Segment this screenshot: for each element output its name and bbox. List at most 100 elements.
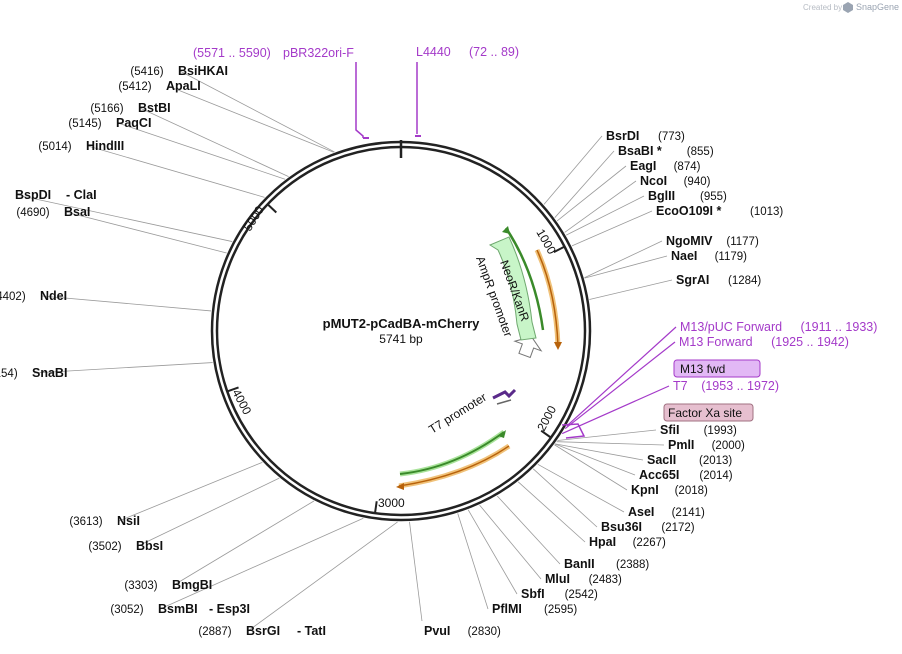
site-bspdi[interactable]: (4751)BspDI- ClaI	[0, 188, 97, 202]
site-name: SnaBI	[32, 366, 67, 380]
site-position: (855)	[687, 146, 714, 158]
site-leader-lines	[16, 70, 677, 632]
snapgene-logo-icon	[843, 2, 853, 13]
site-bglii[interactable]: BglII(955)	[648, 189, 727, 203]
site-sacii[interactable]: SacII(2013)	[647, 453, 732, 467]
site-snabi[interactable]: (4154) SnaBI	[0, 366, 67, 380]
site-leader-14	[555, 443, 644, 461]
site-ndei[interactable]: (4402)NdeI	[0, 289, 67, 303]
site-mlui[interactable]: MluI(2483)	[545, 572, 622, 586]
site-name: MluI	[545, 572, 570, 586]
site-leader-11	[561, 385, 670, 435]
orf-green-upper-head	[502, 226, 510, 234]
site-bsu36i[interactable]: Bsu36I(2172)	[601, 520, 695, 534]
site-kpni[interactable]: KpnI (2018)	[631, 483, 708, 497]
site-ecoo109i[interactable]: EcoO109I *(1013)	[656, 204, 783, 218]
orf-orange-upper	[536, 249, 559, 347]
site-bbsi[interactable]: (3502)BbsI	[88, 539, 163, 553]
site-position: (3613)	[69, 516, 102, 528]
site-position: (1993)	[704, 425, 737, 437]
ruler-tick-4000	[226, 386, 239, 393]
orf-green-lower	[399, 431, 505, 475]
site-bsai[interactable]: (4690) BsaI	[16, 205, 90, 219]
restriction-sites[interactable]: BsrDI(773)BsaBI *(855)EagI(874)NcoI(940)…	[0, 64, 877, 638]
primer-range: (1925 .. 1942)	[771, 335, 849, 349]
site-bstbi[interactable]: (5166) BstBI	[90, 101, 170, 115]
site-bmgbi[interactable]: (3303)BmgBI	[124, 578, 212, 592]
site-asei[interactable]: AseI(2141)	[628, 505, 705, 519]
site-position: (4690)	[16, 207, 49, 219]
site-name: BstBI	[138, 101, 171, 115]
site-paqci[interactable]: (5145)PaqCI	[68, 116, 151, 130]
site-hindiii[interactable]: (5014)HindIII	[38, 139, 124, 153]
primer-pBR322ori-F[interactable]: (5571 .. 5590) pBR322ori-F	[193, 46, 369, 139]
site-acc65i[interactable]: Acc65I(2014)	[639, 468, 733, 482]
site-pflmi[interactable]: PflMI(2595)	[492, 602, 577, 616]
site-leader-19	[517, 481, 586, 543]
site-bsihkai[interactable]: (5416)BsiHKAI	[130, 64, 228, 78]
site-position: (5166)	[90, 103, 123, 115]
site-position: (4154)	[0, 368, 18, 380]
primer-L4440[interactable]: L4440 (72 .. 89)	[415, 45, 519, 137]
site-name: PmlI	[668, 438, 694, 452]
site-isoschizomer: - ClaI	[66, 188, 97, 202]
site-name: KpnI	[631, 483, 659, 497]
site-name: EcoO109I *	[656, 204, 721, 218]
site-name: NaeI	[671, 249, 697, 263]
primer-m13-forward[interactable]: M13 Forward(1925 .. 1942)	[679, 335, 849, 349]
site-position: (2887)	[198, 626, 231, 638]
site-leader-6	[584, 240, 663, 279]
m13-fwd-label: M13 fwd	[680, 362, 725, 376]
site-sbfi[interactable]: SbfI(2542)	[521, 587, 598, 601]
site-position: (1179)	[715, 251, 748, 263]
ruler-tick-label-3000: 3000	[378, 496, 405, 510]
watermark: Created by SnapGene	[803, 2, 899, 13]
features[interactable]: AmpR promoter NeoR/KanR T7 promoter	[396, 226, 562, 490]
site-apali[interactable]: (5412)ApaLI	[118, 79, 200, 93]
feature-boxes[interactable]: M13 fwd Factor Xa site	[561, 359, 761, 439]
site-name: SfiI	[660, 423, 679, 437]
site-leader-36	[139, 107, 289, 177]
site-name: SgrAI	[676, 273, 709, 287]
site-sfii[interactable]: SfiI (1993)	[660, 423, 737, 437]
orf-orange-lower	[398, 445, 510, 487]
site-ncoi[interactable]: NcoI(940)	[640, 174, 711, 188]
site-naei[interactable]: NaeI (1179)	[671, 249, 747, 263]
site-position: (5145)	[68, 118, 101, 130]
site-leader-34	[87, 145, 265, 198]
site-position: (2013)	[699, 455, 732, 467]
site-pvui[interactable]: PvuI(2830)	[424, 624, 501, 638]
site-nsii[interactable]: (3613)NsiI	[69, 514, 140, 528]
site-position: (940)	[684, 176, 711, 188]
site-name: NdeI	[40, 289, 67, 303]
site-name: BsaI	[64, 205, 90, 219]
site-name: SbfI	[521, 587, 545, 601]
site-pmli[interactable]: PmlI(2000)	[668, 438, 745, 452]
ruler-tick-3000	[374, 501, 378, 514]
site-position: (2018)	[675, 485, 708, 497]
site-bsrgi[interactable]: (2887)BsrGI- TatI	[198, 624, 326, 638]
site-hpai[interactable]: HpaI(2267)	[589, 535, 666, 549]
site-leader-37	[167, 85, 334, 153]
primer-L4440-name: L4440	[416, 45, 451, 59]
site-leader-13	[556, 441, 665, 446]
site-banii[interactable]: BanII(2388)	[564, 557, 649, 571]
m13-fwd-box[interactable]	[673, 359, 761, 378]
factor-xa-box[interactable]	[663, 403, 754, 422]
site-sgrai[interactable]: SgrAI(1284)	[676, 273, 761, 287]
ruler-tick-1000	[553, 245, 565, 254]
site-name: AseI	[628, 505, 654, 519]
primers[interactable]: (5571 .. 5590) pBR322ori-F L4440 (72 .. …	[193, 45, 519, 139]
site-ngomiv[interactable]: NgoMIV(1177)	[666, 234, 759, 248]
site-bsabi[interactable]: BsaBI *(855)	[618, 144, 714, 158]
site-leader-20	[496, 495, 561, 565]
site-bsmbi[interactable]: (3052)BsmBI- Esp3I	[110, 602, 250, 616]
site-bsrdi[interactable]: BsrDI(773)	[606, 129, 685, 143]
feature-t7-promoter[interactable]: T7 promoter	[426, 388, 517, 437]
site-eagi[interactable]: EagI(874)	[630, 159, 701, 173]
primer-t7[interactable]: T7(1953 .. 1972)	[673, 379, 779, 393]
site-name: BanII	[564, 557, 595, 571]
primer-m13-puc-forward[interactable]: M13/pUC Forward(1911 .. 1933)	[680, 320, 877, 334]
